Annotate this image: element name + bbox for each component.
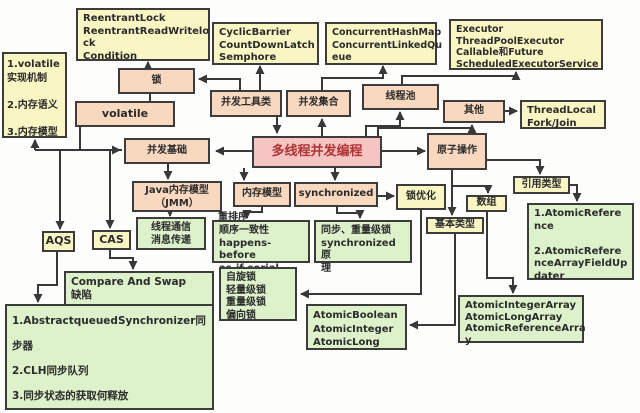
node-reference-type: 引用类型 xyxy=(513,176,570,194)
label-reordering: 重排序 xyxy=(218,212,248,223)
node-aqs: AQS xyxy=(42,231,75,252)
node-basic-type: 基本类型 xyxy=(426,217,484,234)
node-executor: Executor ThreadPoolExecutor Callable和Fut… xyxy=(449,19,603,70)
node-lock: 锁 xyxy=(118,68,195,94)
node-atomic-operations: 原子操作 xyxy=(427,133,487,170)
node-cyclicbarrier: CyclicBarrier CountDownLatch Semphore xyxy=(212,22,319,65)
node-thread-communication: 线程通信 消息传递 xyxy=(136,217,206,250)
node-volatile-notes: 1.volatile 实现机制 2.内存语义 3.内存模型 xyxy=(2,52,67,138)
node-volatile: volatile xyxy=(75,101,175,127)
node-concurrency-tools: 并发工具类 xyxy=(210,90,282,117)
node-atomic-reference-classes: 1.AtomicRefere nce 2.AtomicRefere nceArr… xyxy=(527,203,634,282)
node-lock-kinds: 自旋锁 轻量级锁 重量级锁 偏向锁 xyxy=(219,267,297,321)
node-atomic-array-classes: AtomicIntegerArray AtomicLongArray Atomi… xyxy=(458,295,586,346)
node-java-memory-model: Java内存模型 （JMM） xyxy=(132,181,222,212)
node-synchronized: synchronized xyxy=(294,182,378,207)
node-concurrenthashmap: ConcurrentHashMap ConcurrentLinkedQu eue xyxy=(325,22,442,65)
node-cas: CAS xyxy=(92,230,131,250)
node-aqs-details: 1.AbstractqueuedSynchronizer同步器 2.CLH同步队… xyxy=(5,304,214,410)
node-thread-pool: 线程池 xyxy=(362,84,439,110)
node-concurrent-collections: 并发集合 xyxy=(286,90,351,117)
node-array-type: 数组 xyxy=(466,195,507,212)
node-happens-before: 顺序一致性 happens-before as-if-serial xyxy=(212,220,310,274)
node-synchronized-principle: 同步、重量级锁 synchronized原 理 xyxy=(314,220,412,274)
node-threadlocal-forkjoin: ThreadLocal Fork/Join xyxy=(520,100,606,129)
node-memory-model: 内存模型 xyxy=(233,182,291,207)
node-central-topic: 多线程并发编程 xyxy=(252,136,382,168)
node-atomic-basic-classes: AtomicBoolean AtomicInteger AtomicLong xyxy=(306,304,407,350)
node-lock-optimization: 锁优化 xyxy=(396,184,446,210)
node-reentrantlock: ReentrantLock ReentrantReadWritelo ck Co… xyxy=(76,8,210,62)
node-concurrency-basics: 并发基础 xyxy=(124,138,210,164)
node-compare-and-swap: Compare And Swap 缺陷 xyxy=(64,271,214,306)
node-other: 其他 xyxy=(443,100,505,123)
